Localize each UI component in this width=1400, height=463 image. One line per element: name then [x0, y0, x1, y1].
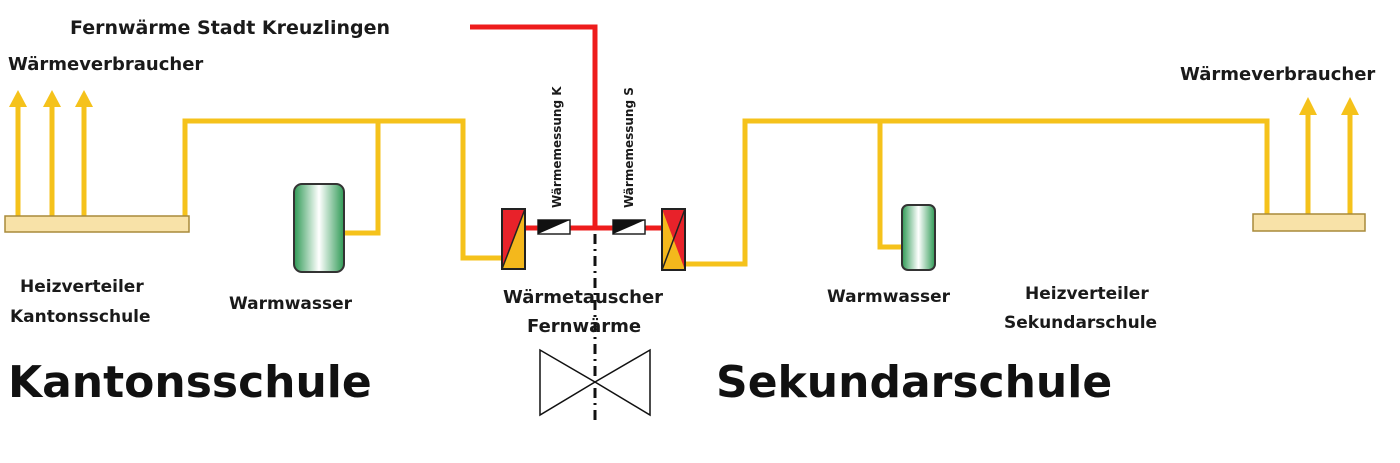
- heat-meter-k: [537, 219, 571, 235]
- heat-exchanger-right: [661, 208, 686, 271]
- heat-meter-k-label: Wärmemessung K: [550, 86, 564, 208]
- arrow-up-icon: [75, 90, 93, 107]
- district-heating-label: Fernwärme Stadt Kreuzlingen: [70, 17, 390, 39]
- arrow-up-icon: [43, 90, 61, 107]
- arrow-up-icon: [1299, 97, 1317, 115]
- building-title-right: Sekundarschule: [716, 357, 1112, 408]
- heating-pipes-right: [685, 112, 1353, 267]
- consumer-label-right: Wärmeverbraucher: [1180, 64, 1375, 85]
- heat-exchanger-label-line2: Fernwärme: [527, 316, 641, 337]
- hot-water-tank-left: [293, 183, 345, 273]
- distributor-label-right-line2: Sekundarschule: [1004, 313, 1157, 333]
- hot-water-label-right: Warmwasser: [827, 287, 951, 307]
- arrow-up-icon: [9, 90, 27, 107]
- consumer-label-left: Wärmeverbraucher: [8, 54, 203, 75]
- heat-exchanger-left: [501, 208, 526, 270]
- heat-meter-s: [612, 219, 646, 235]
- heat-distributor-left: [4, 215, 190, 233]
- distributor-label-left-line1: Heizverteiler: [20, 277, 144, 297]
- consumer-arrows-left: [9, 90, 93, 107]
- heat-meter-s-label: Wärmemessung S: [622, 87, 636, 208]
- valve-icon: [539, 348, 651, 417]
- district-heating-pipe: [470, 24, 670, 231]
- hot-water-tank-right: [901, 204, 936, 271]
- heat-distributor-right: [1252, 213, 1366, 232]
- distributor-label-left-line2: Kantonsschule: [10, 307, 151, 327]
- consumer-arrows-right: [1299, 97, 1359, 115]
- building-title-left: Kantonsschule: [8, 357, 372, 408]
- arrow-up-icon: [1341, 97, 1359, 115]
- distributor-label-right-line1: Heizverteiler: [1025, 284, 1149, 304]
- heating-pipes-left: [15, 104, 505, 261]
- heat-exchanger-label-line1: Wärmetauscher: [503, 287, 663, 308]
- hot-water-label-left: Warmwasser: [229, 294, 353, 314]
